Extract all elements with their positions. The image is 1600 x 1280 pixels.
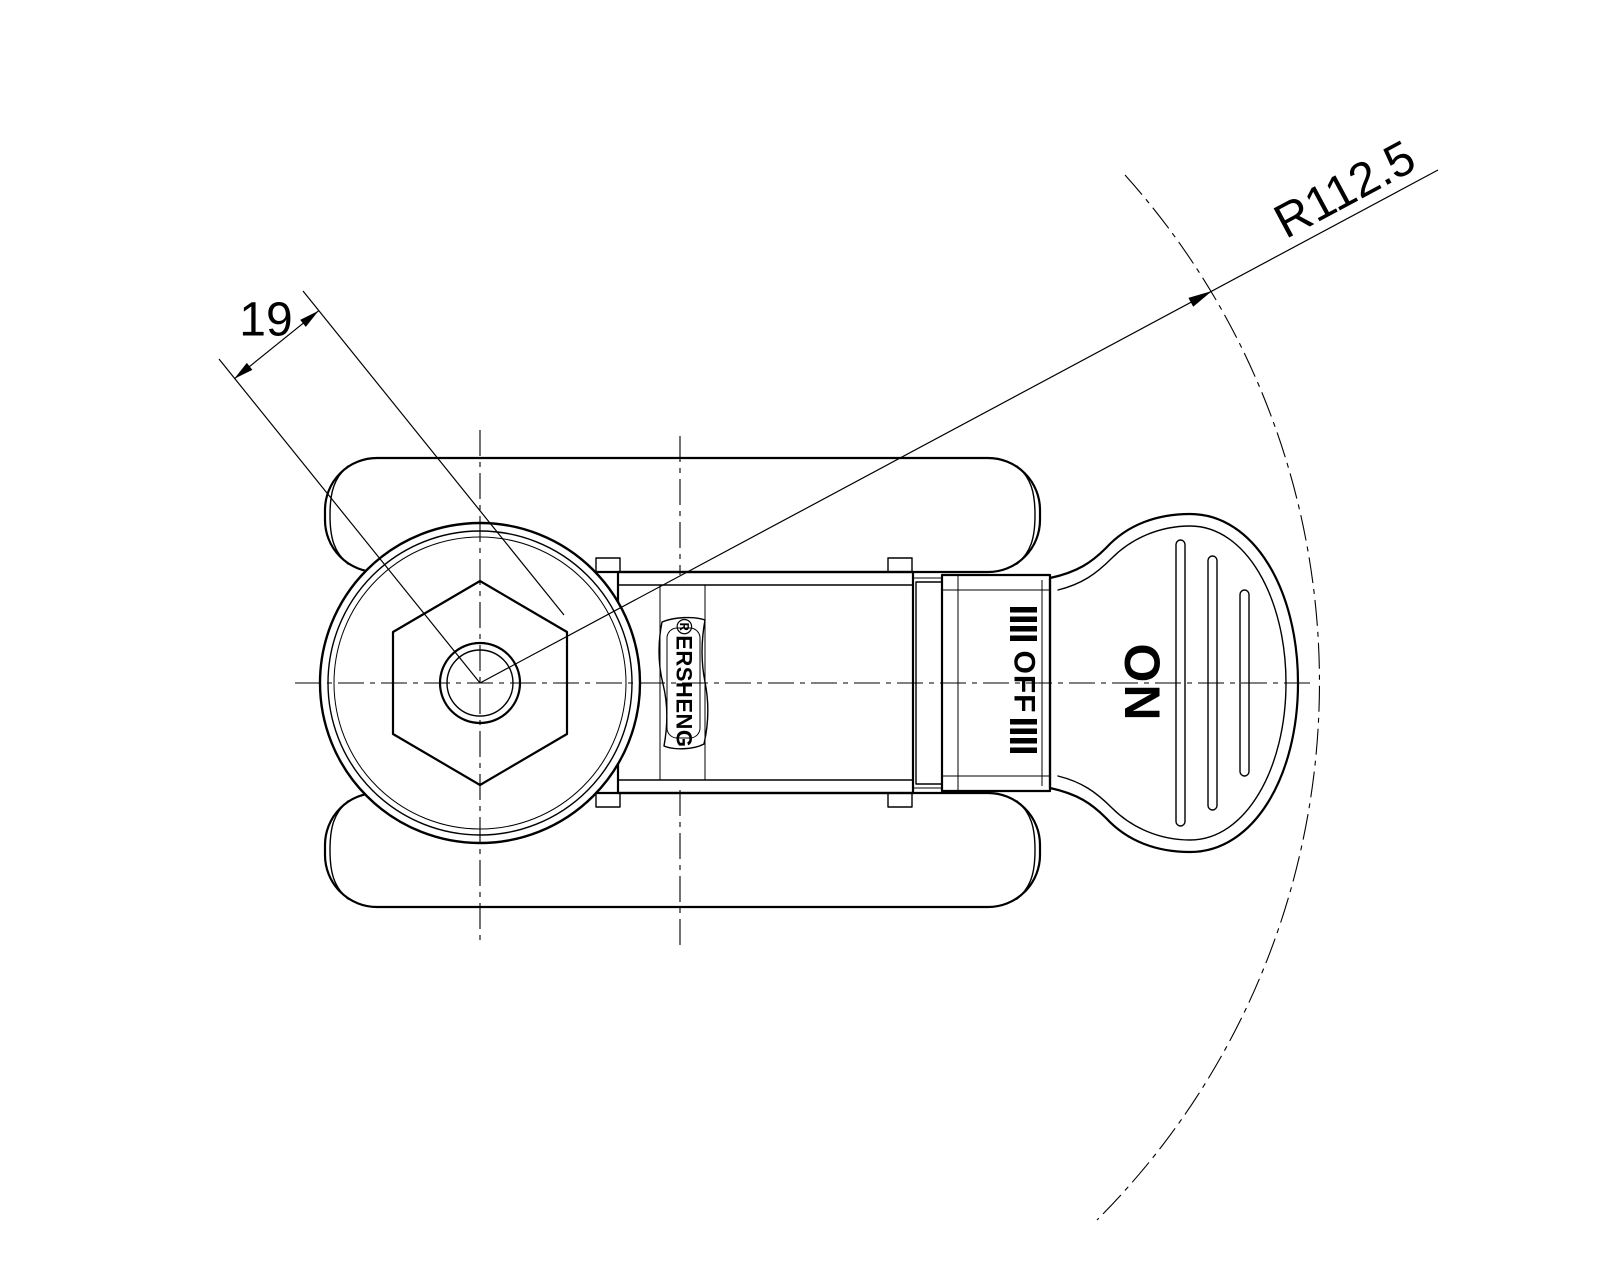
radius-arrow: [1188, 291, 1212, 307]
radius-label: R112.5: [1266, 131, 1424, 249]
center-lines: [295, 430, 1315, 948]
dim19-label: 19: [239, 294, 292, 347]
dim19-arrow-left: [234, 362, 253, 379]
radius-leader-line: [479, 169, 1439, 684]
dimension-radius: R112.5: [479, 131, 1439, 684]
off-hatch-top: [1010, 607, 1037, 641]
off-hatch-bottom: [1010, 719, 1037, 753]
off-label: OFF: [1008, 651, 1041, 714]
dim19-arrow-right: [300, 310, 319, 327]
dim19-extension-line-2: [302, 290, 565, 616]
dim19-extension-line-1: [218, 358, 481, 684]
dimension-offset-19: 19: [218, 290, 565, 684]
pedal-swing-arc: [1096, 174, 1320, 1221]
